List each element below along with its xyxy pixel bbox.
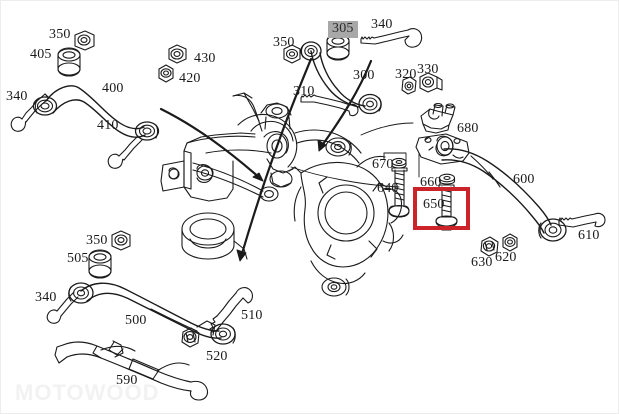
highlight-rectangle-650 [413, 187, 470, 230]
part-650-bolt [435, 184, 458, 231]
part-510-bolt [209, 287, 253, 333]
callout-620: 620 [495, 250, 517, 265]
callout-610: 610 [578, 228, 600, 243]
callout-350-c: 350 [86, 233, 108, 248]
callout-320: 320 [395, 67, 417, 82]
part-340-bolt-a [10, 93, 50, 132]
callout-340-b: 340 [371, 17, 393, 32]
callout-350-b: 350 [273, 35, 295, 50]
callout-340-a: 340 [6, 89, 28, 104]
part-350-nut-b [283, 44, 301, 64]
part-505-bushing [88, 249, 112, 279]
part-640-bolt [388, 167, 410, 218]
part-350-nut-a [74, 30, 95, 51]
part-520-nut [181, 327, 200, 348]
callout-680: 680 [457, 121, 479, 136]
callout-300: 300 [353, 68, 375, 83]
callout-510: 510 [241, 308, 263, 323]
callout-520: 520 [206, 349, 228, 364]
callout-430: 430 [194, 51, 216, 66]
callout-650: 650 [423, 197, 445, 212]
part-500-control-arm [68, 282, 236, 345]
part-330-nut [419, 72, 443, 93]
part-670-washer [391, 157, 407, 169]
part-590-arm [54, 340, 209, 401]
part-600-control-arm [415, 133, 567, 242]
callout-670: 670 [372, 157, 394, 172]
callout-505: 505 [67, 251, 89, 266]
leader-arrows [159, 57, 373, 262]
subframe-assembly [160, 92, 404, 297]
callout-590: 590 [116, 373, 138, 388]
part-310-bolt [300, 94, 359, 117]
callout-640: 640 [377, 181, 399, 196]
part-340-bolt-c [46, 291, 79, 324]
callout-410: 410 [97, 118, 119, 133]
callout-600: 600 [513, 172, 535, 187]
part-340-bolt-b [360, 28, 423, 48]
part-405-bushing [57, 47, 81, 77]
callout-350-a: 350 [49, 27, 71, 42]
callout-630: 630 [471, 255, 493, 270]
part-680-bracket [420, 102, 456, 134]
callout-305-highlighted: 305 [328, 21, 358, 38]
part-410-bolt [107, 135, 143, 169]
part-430-nut [168, 44, 187, 64]
part-350-nut-c [111, 230, 131, 251]
watermark-text: MOTOWOOD [15, 380, 160, 405]
callout-330: 330 [417, 62, 439, 77]
callout-405: 405 [30, 47, 52, 62]
callout-500: 500 [125, 313, 147, 328]
part-320-nut [401, 76, 417, 95]
callout-400: 400 [102, 81, 124, 96]
part-620-nut [502, 233, 518, 252]
callout-420: 420 [179, 71, 201, 86]
part-630-nut [480, 236, 499, 257]
callout-340-c: 340 [35, 290, 57, 305]
callout-660: 660 [420, 175, 442, 190]
part-660-washer [438, 173, 456, 185]
part-400-control-arm [32, 85, 160, 141]
part-610-bolt [558, 212, 606, 228]
part-420-nut [158, 64, 174, 83]
callout-310: 310 [293, 84, 315, 99]
